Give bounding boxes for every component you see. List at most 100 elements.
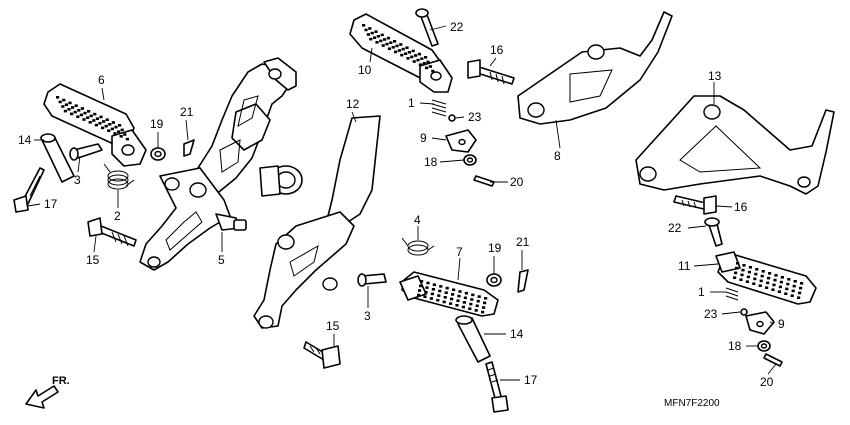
knurl-tooth [416, 58, 420, 62]
callout-14: 14 [18, 133, 32, 147]
knurl-tooth [418, 289, 422, 292]
knurl-tooth [87, 110, 91, 113]
knurl-tooth [768, 272, 772, 275]
front-direction-arrow: FR. [25, 375, 70, 409]
knurl-tooth [63, 109, 67, 113]
callout-2: 2 [114, 209, 121, 223]
knurl-tooth [62, 98, 66, 102]
callout-6: 6 [98, 73, 105, 87]
upper-detent-hardware [431, 99, 495, 187]
knurl-tooth [101, 126, 105, 130]
knurl-tooth [784, 292, 788, 295]
knurl-tooth [381, 44, 385, 47]
knurl-tooth [68, 101, 72, 105]
knurl-tooth [108, 123, 112, 126]
callout-17-lower: 17 [524, 373, 538, 387]
knurl-tooth [759, 279, 763, 283]
knurl-tooth [740, 273, 744, 277]
knurl-tooth [760, 274, 764, 278]
knurl-tooth [424, 56, 428, 59]
knurl-tooth [105, 118, 109, 121]
callout-18-lower: 18 [728, 339, 742, 353]
knurl-tooth [366, 33, 370, 36]
knurl-tooth [745, 280, 749, 283]
knurl-tooth [777, 290, 781, 293]
callout-1-lower: 1 [698, 285, 705, 299]
knurl-tooth [374, 30, 378, 33]
knurl-tooth [393, 40, 397, 43]
knurl-tooth [375, 41, 379, 44]
knurl-tooth [431, 288, 435, 291]
knurl-tooth [383, 38, 387, 41]
knurl-tooth [734, 271, 738, 275]
knurl-tooth [461, 305, 465, 309]
left-lower-footpeg [399, 237, 529, 413]
callout-9: 9 [420, 131, 427, 145]
knurl-tooth [766, 281, 770, 285]
callout-19-lower: 19 [488, 241, 502, 255]
callout-16-lower: 16 [734, 200, 748, 214]
knurl-tooth [752, 282, 756, 285]
knurl-tooth [58, 100, 62, 104]
knurl-tooth [755, 268, 759, 271]
left-footpeg [43, 83, 147, 167]
knurl-tooth [379, 39, 383, 43]
knurl-tooth [464, 291, 468, 295]
knurl-tooth [449, 302, 453, 305]
knurl-tooth [746, 275, 750, 279]
knurl-tooth [753, 277, 757, 281]
knurl-tooth [110, 127, 114, 131]
knurl-tooth [733, 276, 737, 279]
knurl-tooth [79, 113, 83, 117]
knurl-tooth [437, 294, 441, 297]
knurl-tooth [74, 104, 78, 107]
knurl-tooth [735, 266, 739, 270]
callout-22-lower: 22 [668, 221, 682, 235]
knurl-tooth [94, 123, 98, 127]
knurl-tooth [778, 285, 782, 289]
knurl-tooth [443, 296, 447, 299]
knurl-tooth [484, 297, 488, 300]
knurl-tooth [380, 33, 384, 37]
callout-7: 7 [456, 245, 463, 259]
knurl-tooth [793, 280, 797, 283]
knurl-tooth [389, 41, 393, 44]
knurl-tooth [391, 46, 395, 49]
knurl-tooth [76, 115, 80, 118]
knurl-tooth [417, 52, 421, 56]
knurl-tooth [771, 288, 775, 291]
knurl-tooth [376, 35, 380, 38]
knurl-tooth [761, 270, 765, 273]
knurl-tooth [117, 130, 121, 133]
rear-step-bracket-lower [635, 95, 835, 247]
knurl-tooth [89, 114, 93, 118]
knurl-tooth [748, 266, 752, 269]
knurl-tooth [754, 272, 758, 276]
center-hardware [303, 273, 387, 369]
knurl-tooth [407, 51, 411, 54]
knurl-tooth [450, 297, 454, 301]
knurl-tooth [438, 289, 442, 293]
knurl-tooth [452, 288, 456, 292]
heel-guard-plate [253, 115, 381, 329]
callout-21-lower: 21 [516, 235, 530, 249]
knurl-tooth [71, 106, 75, 109]
knurl-tooth [424, 290, 428, 294]
knurl-tooth [469, 302, 473, 306]
knurl-tooth [430, 292, 434, 296]
knurl-tooth [799, 286, 803, 290]
knurl-tooth [364, 28, 368, 32]
knurl-tooth [119, 135, 123, 138]
knurl-tooth [88, 121, 92, 124]
knurl-tooth [412, 60, 416, 63]
knurl-tooth [736, 262, 740, 265]
knurl-tooth [458, 290, 462, 293]
callout-15: 15 [86, 253, 100, 267]
leader-lines [27, 25, 777, 381]
knurl-tooth [742, 264, 746, 267]
knurl-tooth [482, 306, 486, 309]
knurl-tooth [436, 298, 440, 302]
knurl-tooth [774, 274, 778, 277]
knurl-tooth [120, 128, 124, 132]
knurl-tooth [445, 286, 449, 290]
